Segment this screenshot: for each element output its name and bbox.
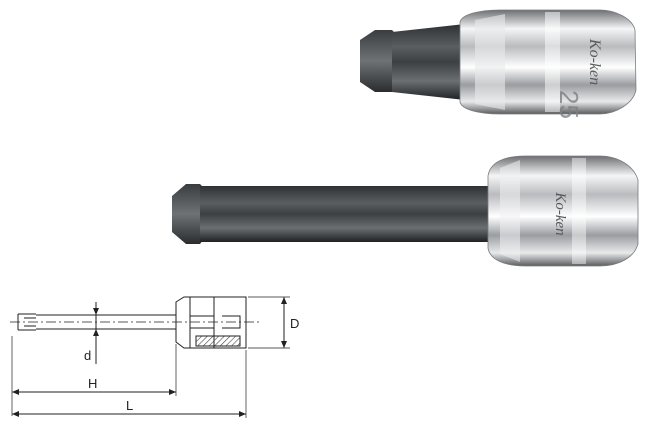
socket-marking-long: Ko-ken — [552, 191, 568, 235]
bit-shaft-long — [200, 186, 496, 242]
socket-body-long — [487, 155, 639, 267]
torx-tip-long — [172, 184, 206, 244]
svg-text:25: 25 — [554, 90, 584, 119]
drawing-torx-tip — [17, 313, 36, 331]
bit-shank-short — [392, 24, 470, 100]
long-torx-bit-socket: Ko-ken — [172, 155, 639, 267]
torx-tip-short — [360, 30, 398, 92]
label-d: d — [84, 348, 91, 363]
drawing-hatched-section — [195, 335, 241, 347]
label-D: D — [290, 316, 299, 331]
socket-marking-short: Ko-ken — [586, 38, 603, 85]
short-torx-bit-socket: Ko-ken 25 — [360, 9, 637, 119]
label-H: H — [88, 376, 97, 391]
dimension-drawing — [10, 296, 290, 418]
drawing-socket-body — [175, 296, 247, 349]
label-L: L — [126, 398, 133, 413]
